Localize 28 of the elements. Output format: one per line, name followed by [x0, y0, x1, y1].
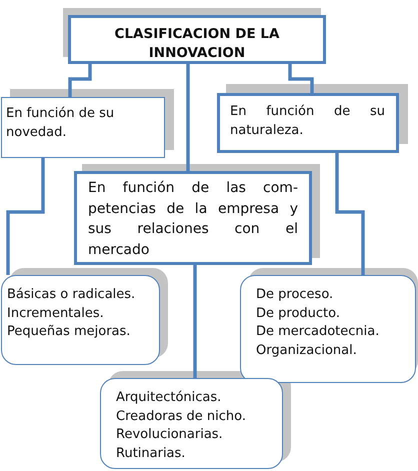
- connector-line: [68, 64, 92, 97]
- title-box: [68, 15, 326, 64]
- item-text: De mercadotecnia.: [256, 323, 380, 341]
- item-text: Básicas o radicales.: [7, 286, 136, 304]
- item-text: De proceso.: [256, 286, 334, 304]
- item-text: Arquitectónicas.: [116, 389, 222, 407]
- connector-line: [335, 153, 365, 275]
- category-box: [1, 97, 165, 158]
- item-text: Creadoras de nicho.: [116, 408, 247, 426]
- title-text: CLASIFICACION DE LA INNOVACION: [114, 25, 280, 63]
- connector-line: [288, 64, 314, 93]
- connector-line: [6, 158, 45, 275]
- label-text: En función de las com- petencias de la empresa y sus relaciones con el mercado: [88, 179, 298, 260]
- connector-line: [193, 265, 197, 378]
- category-box: [74, 171, 312, 265]
- item-text: Incrementales.: [7, 304, 105, 322]
- label-text: En función de su naturaleza.: [230, 103, 385, 140]
- category-box: [217, 93, 399, 153]
- item-text: Organizacional.: [256, 342, 358, 360]
- item-text: De producto.: [256, 304, 341, 322]
- rounded-box: [1, 275, 160, 365]
- rounded-box: [240, 275, 416, 383]
- rounded-box: [100, 378, 283, 469]
- item-text: Pequeñas mejoras.: [7, 323, 132, 341]
- item-text: Rutinarias.: [116, 444, 186, 462]
- label-text: En función de su novedad.: [6, 105, 116, 142]
- item-text: Revolucionarias.: [116, 426, 224, 444]
- connector-line: [186, 64, 190, 171]
